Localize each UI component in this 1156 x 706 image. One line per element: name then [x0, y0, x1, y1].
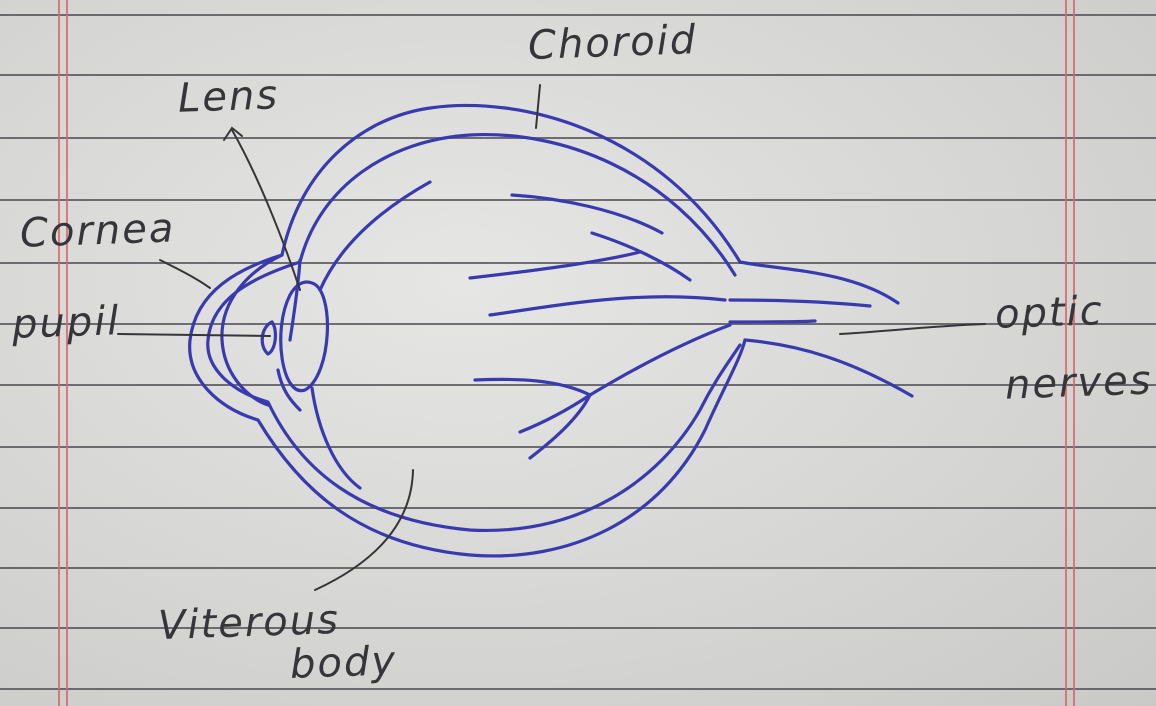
- optic-nerves-pointer: [840, 324, 985, 334]
- nerves-label: nerves: [1004, 357, 1153, 408]
- pupil-label: pupil: [11, 298, 121, 348]
- body-label: body: [289, 638, 397, 688]
- iris-upper: [290, 260, 300, 340]
- choroid-label: Choroid: [527, 17, 698, 69]
- choroid-pointer: [536, 85, 540, 128]
- optic-nerve-upper: [740, 262, 898, 303]
- optic-nerve-lower: [745, 340, 912, 396]
- cornea-pointer: [160, 260, 210, 288]
- vessel: [590, 325, 730, 395]
- vessel: [475, 379, 590, 395]
- eye-outer-wall: [190, 105, 745, 555]
- vitreous-arc-upper: [320, 182, 430, 290]
- optic-nerve-upper-inner: [730, 300, 870, 306]
- vessel: [512, 195, 662, 233]
- optic-nerve-lower-inner: [730, 321, 815, 322]
- lens-label: Lens: [177, 72, 280, 122]
- pupil: [262, 322, 275, 354]
- vessel: [592, 233, 690, 280]
- vessel: [530, 395, 590, 458]
- lens: [281, 282, 328, 391]
- optic-label: optic: [994, 288, 1104, 338]
- eye-inner-wall: [208, 135, 740, 531]
- vessel: [490, 297, 725, 315]
- vitreous-pointer: [315, 470, 413, 590]
- pupil-pointer: [118, 334, 270, 336]
- vessel: [470, 252, 640, 278]
- lens-pointer-arrow: [224, 128, 242, 140]
- cornea-label: Cornea: [19, 205, 176, 256]
